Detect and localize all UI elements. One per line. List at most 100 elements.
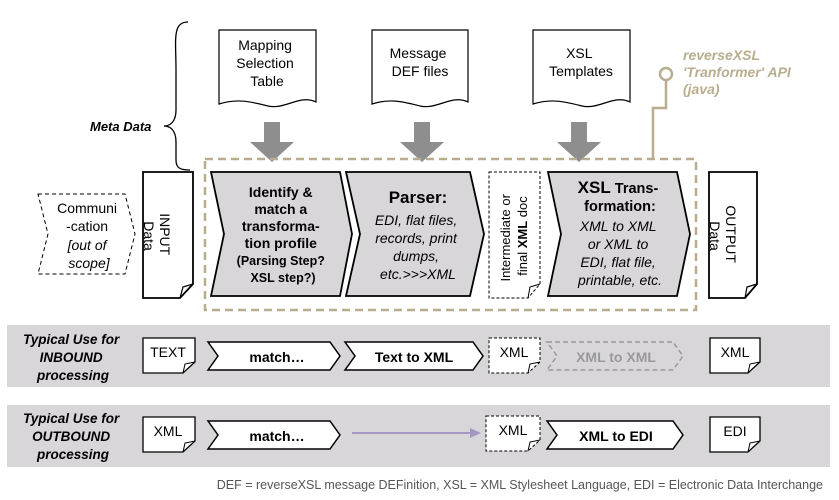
inbound-parse-chevron xyxy=(343,341,484,371)
inbound-input-text: TEXT xyxy=(150,344,186,360)
output-data-line2: Data xyxy=(707,221,723,251)
parser-step: Parser: EDI, flat files, records, print … xyxy=(344,171,485,297)
svg-text:Typical Use for OUTBOUND: Typical Use for OUTBOUND processing xyxy=(23,411,123,462)
inbound-parse-text: Text to XML xyxy=(375,349,454,365)
input-data-line2: Data xyxy=(141,221,157,251)
xsl-title-line2: formation: xyxy=(584,199,656,215)
intermediate-line2-bold: XML xyxy=(515,221,530,249)
message-doc-line1: Message xyxy=(390,45,447,61)
outbound-match-text: match… xyxy=(249,428,304,444)
inbound-label-line2: INBOUND xyxy=(40,350,103,365)
inbound-match-text: match… xyxy=(249,349,304,365)
communication-out-of-scope: Communi -cation [out of scope] xyxy=(37,193,136,275)
parser-line4: etc.>>>XML xyxy=(380,266,456,282)
inbound-xml-mid-text: XML xyxy=(500,344,529,360)
mapping-doc-line3: Table xyxy=(250,73,284,89)
xsl-line2: or XML to xyxy=(588,236,649,252)
api-label-line2: 'Tranformer' API xyxy=(683,64,792,80)
api-label-line1: reverseXSL xyxy=(683,47,760,63)
outbound-xsl-chevron xyxy=(545,420,684,450)
identify-match-step: Identify & match a transforma- tion prof… xyxy=(209,171,353,297)
outbound-output-doc xyxy=(709,416,761,453)
communication-line4: scope] xyxy=(68,255,110,271)
outbound-xml-mid-doc xyxy=(485,415,541,452)
api-label: reverseXSL 'Tranformer' API (java) xyxy=(683,47,795,97)
inbound-xsl-chevron xyxy=(545,341,684,371)
api-connector-knob-icon xyxy=(658,66,674,82)
outbound-xml-mid-text: XML xyxy=(499,422,528,438)
communication-line1: Communi xyxy=(57,200,117,216)
svg-text:Mapping Selection: Mapping Selection Table xyxy=(236,37,297,89)
outbound-label-line3: processing xyxy=(36,447,110,462)
inbound-label-line1: Typical Use for xyxy=(23,332,120,347)
outbound-output-text: EDI xyxy=(723,423,746,439)
svg-text:EDI, flat files, records: EDI, flat files, records, print dumps, e… xyxy=(375,212,461,282)
xsl-transformation-step: XSL Trans- formation: XML to XML or XML … xyxy=(546,171,691,297)
identify-line4: tion profile xyxy=(245,235,318,251)
parser-title: Parser: xyxy=(389,188,448,207)
xsl-line3: EDI, flat file, xyxy=(580,254,655,270)
identify-line3: transforma- xyxy=(242,218,320,234)
inbound-label-line3: processing xyxy=(36,368,110,383)
outbound-match-chevron xyxy=(206,420,341,450)
down-arrow-message-icon xyxy=(400,122,444,162)
meta-data-brace xyxy=(163,21,191,171)
inbound-output-text: XML xyxy=(721,344,750,360)
down-arrow-mapping-icon xyxy=(250,122,294,162)
down-arrow-xsl-icon xyxy=(557,122,601,162)
xsl-doc-line1: XSL xyxy=(566,45,593,61)
identify-line1: Identify & xyxy=(249,184,313,200)
parser-line2: records, print xyxy=(375,230,458,246)
mapping-selection-table-doc: Mapping Selection Table xyxy=(218,29,317,108)
outbound-input-doc xyxy=(142,416,196,453)
outbound-lane: Typical Use for OUTBOUND processing XML … xyxy=(7,405,830,467)
api-label-line3: (java) xyxy=(683,81,720,97)
mapping-doc-line1: Mapping xyxy=(238,37,292,53)
message-doc-line2: DEF files xyxy=(392,63,449,79)
message-def-files-doc: Message DEF files xyxy=(371,29,469,108)
parser-line1: EDI, flat files, xyxy=(375,212,457,228)
intermediate-xml-doc: Intermediate or final XML doc xyxy=(488,171,541,299)
meta-data-label: Meta Data xyxy=(90,119,151,134)
svg-text:Intermediate or final XM: Intermediate or final XML doc xyxy=(498,190,530,281)
transformer-api-boundary xyxy=(203,157,698,312)
svg-text:Message DEF files: Message DEF files xyxy=(390,45,451,79)
svg-text:Identify & match a: Identify & match a transforma- tion prof… xyxy=(237,184,330,285)
identify-line2: match a xyxy=(254,201,307,217)
xsl-templates-doc: XSL Templates xyxy=(532,29,631,108)
svg-text:Typical Use for INBOUND: Typical Use for INBOUND processing xyxy=(23,332,123,383)
inbound-output-doc xyxy=(709,337,761,374)
intermediate-line2-suffix: doc xyxy=(515,196,530,221)
identify-line5: (Parsing Step? xyxy=(237,254,325,268)
identify-line6: XSL step?) xyxy=(250,271,315,285)
xsl-line4: printable, etc. xyxy=(577,272,662,288)
outbound-bypass-arrowhead-icon xyxy=(470,428,481,438)
svg-text:XSL Trans- formation:: XSL Trans- formation: xyxy=(578,178,663,215)
inbound-lane: Typical Use for INBOUND processing TEXT … xyxy=(7,325,830,387)
api-connector-line xyxy=(651,80,668,158)
outbound-label-line1: Typical Use for xyxy=(23,411,120,426)
output-data-doc: OUTPUT Data xyxy=(707,171,758,299)
communication-line3: [out of xyxy=(67,237,109,253)
inbound-match-chevron xyxy=(206,341,341,371)
communication-line2: -cation xyxy=(66,218,108,234)
outbound-label-line2: OUTBOUND xyxy=(32,429,110,444)
xsl-title-bold: XSL xyxy=(578,178,611,197)
inbound-xsl-text: XML to XML xyxy=(576,349,656,365)
inbound-xml-mid-doc xyxy=(488,337,541,374)
xsl-line1: XML to XML xyxy=(579,218,657,234)
intermediate-line1: Intermediate or xyxy=(498,193,513,281)
svg-text:INPUT Data: INPUT Data xyxy=(141,213,173,259)
intermediate-line2-prefix: final xyxy=(515,248,530,275)
input-data-doc: INPUT Data xyxy=(141,171,194,299)
svg-text:XSL Templates: XSL Templates xyxy=(549,45,613,79)
svg-text:XML to XML or XML to: XML to XML or XML to EDI, flat file, pri… xyxy=(577,218,662,288)
input-data-line1: INPUT xyxy=(157,213,173,255)
xsl-title-rest: Trans- xyxy=(611,181,659,197)
outbound-xsl-text: XML to EDI xyxy=(579,428,653,444)
output-data-line1: OUTPUT xyxy=(723,205,739,263)
svg-text:OUTPUT Data: OUTPUT Data xyxy=(707,205,739,266)
mapping-doc-line2: Selection xyxy=(236,55,294,71)
xsl-doc-line2: Templates xyxy=(549,63,613,79)
